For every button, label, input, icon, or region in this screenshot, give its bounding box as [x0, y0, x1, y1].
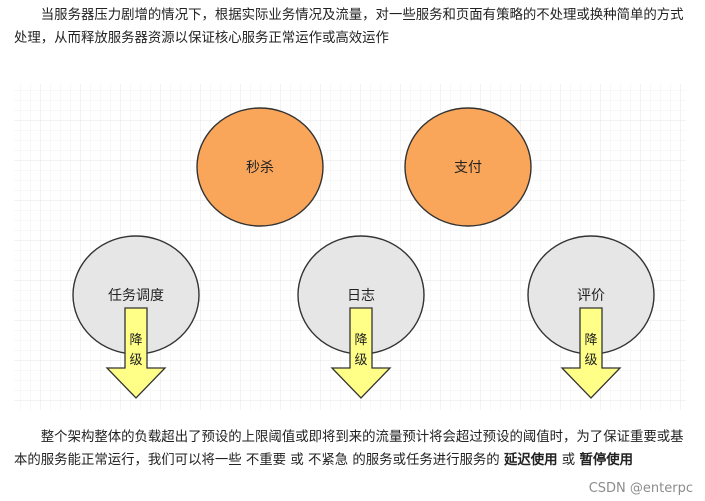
downgrade-arrow-label: 级: [354, 353, 367, 368]
downgrade-arrow-label: 降: [129, 333, 142, 348]
emphasis-delay-use: 延迟使用: [503, 453, 558, 468]
core-service-circle: [404, 107, 532, 227]
outro-connector: 或: [561, 453, 576, 468]
core-service-circle: [196, 107, 324, 227]
degraded-service-label: 评价: [577, 288, 605, 304]
downgrade-arrow-label: 级: [129, 353, 142, 368]
intro-text: 当服务器压力剧增的情况下，根据实际业务情况及流量，对一些服务和页面有策略的不处理…: [14, 8, 684, 46]
core-service-label: 支付: [454, 160, 482, 176]
outro-paragraph: 整个架构整体的负载超出了预设的上限阈值或即将到来的流量预计将会超过预设的阈值时，…: [14, 426, 690, 472]
degraded-service-label: 日志: [347, 288, 375, 304]
downgrade-arrow-label: 降: [584, 333, 597, 348]
outro-text: 整个架构整体的负载超出了预设的上限阈值或即将到来的流量预计将会超过预设的阈值时，…: [14, 430, 684, 468]
downgrade-arrow-label: 降: [354, 333, 367, 348]
downgrade-arrow: [330, 307, 392, 399]
emphasis-pause-use: 暂停使用: [579, 453, 634, 468]
core-service-node: 秒杀: [196, 107, 324, 227]
downgrade-arrow: [105, 307, 167, 399]
downgrade-arrow-label: 级: [584, 353, 597, 368]
intro-paragraph: 当服务器压力剧增的情况下，根据实际业务情况及流量，对一些服务和页面有策略的不处理…: [14, 4, 690, 50]
core-service-label: 秒杀: [246, 160, 274, 176]
watermark: CSDN @enterpc: [588, 481, 693, 496]
degraded-service-label: 任务调度: [108, 288, 164, 304]
core-service-node: 支付: [404, 107, 532, 227]
downgrade-arrow: [560, 307, 622, 399]
